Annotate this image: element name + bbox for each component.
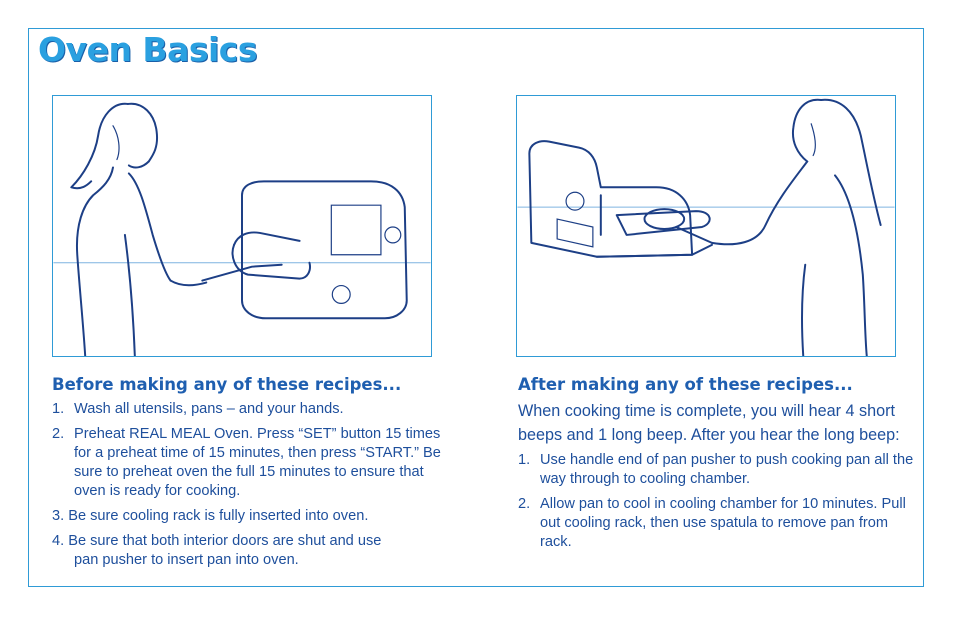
list-number: 2. xyxy=(52,426,65,442)
list-text: Use handle end of pan pusher to push coo… xyxy=(540,452,914,487)
after-heading: After making any of these recipes... xyxy=(518,375,853,394)
list-item: 3. Be sure cooling rack is fully inserte… xyxy=(52,507,452,526)
list-text: Preheat REAL MEAL Oven. Press “SET” butt… xyxy=(74,426,441,499)
list-number: 1. xyxy=(52,401,65,417)
list-item: 1. Wash all utensils, pans – and your han… xyxy=(52,400,452,419)
list-item: 2. Allow pan to cool in cooling chamber f… xyxy=(518,495,918,552)
list-text: Be sure cooling rack is fully inserted i… xyxy=(68,508,369,524)
woman-with-oven-illustration xyxy=(53,102,431,356)
before-list: 1. Wash all utensils, pans – and your han… xyxy=(52,400,452,570)
list-number: 2. xyxy=(518,496,531,512)
illustration-before xyxy=(52,95,432,357)
before-heading: Before making any of these recipes... xyxy=(52,375,402,394)
list-number: 4. xyxy=(52,533,65,549)
list-item: 2. Preheat REAL MEAL Oven. Press “SET” bu… xyxy=(52,425,452,501)
list-item: 4. Be sure that both interior doors are … xyxy=(52,532,452,570)
illustration-after xyxy=(516,95,896,357)
page-title: Oven Basics xyxy=(38,30,258,69)
after-intro: When cooking time is complete, you will … xyxy=(518,402,900,444)
list-text-continued: pan pusher to insert pan into oven. xyxy=(74,552,299,568)
list-text: Be sure that both interior doors are shu… xyxy=(68,533,382,549)
before-section: Before making any of these recipes... 1.… xyxy=(52,375,452,576)
list-number: 1. xyxy=(518,452,531,468)
list-text: Wash all utensils, pans – and your hands… xyxy=(74,401,344,417)
list-item: 1. Use handle end of pan pusher to push c… xyxy=(518,451,918,489)
list-number: 3. xyxy=(52,508,65,524)
list-text: Allow pan to cool in cooling chamber for… xyxy=(540,496,906,550)
woman-pushing-pan-illustration xyxy=(517,98,895,356)
after-list: 1. Use handle end of pan pusher to push c… xyxy=(518,451,918,552)
page-frame xyxy=(28,28,924,587)
after-section: After making any of these recipes... Whe… xyxy=(518,375,918,558)
